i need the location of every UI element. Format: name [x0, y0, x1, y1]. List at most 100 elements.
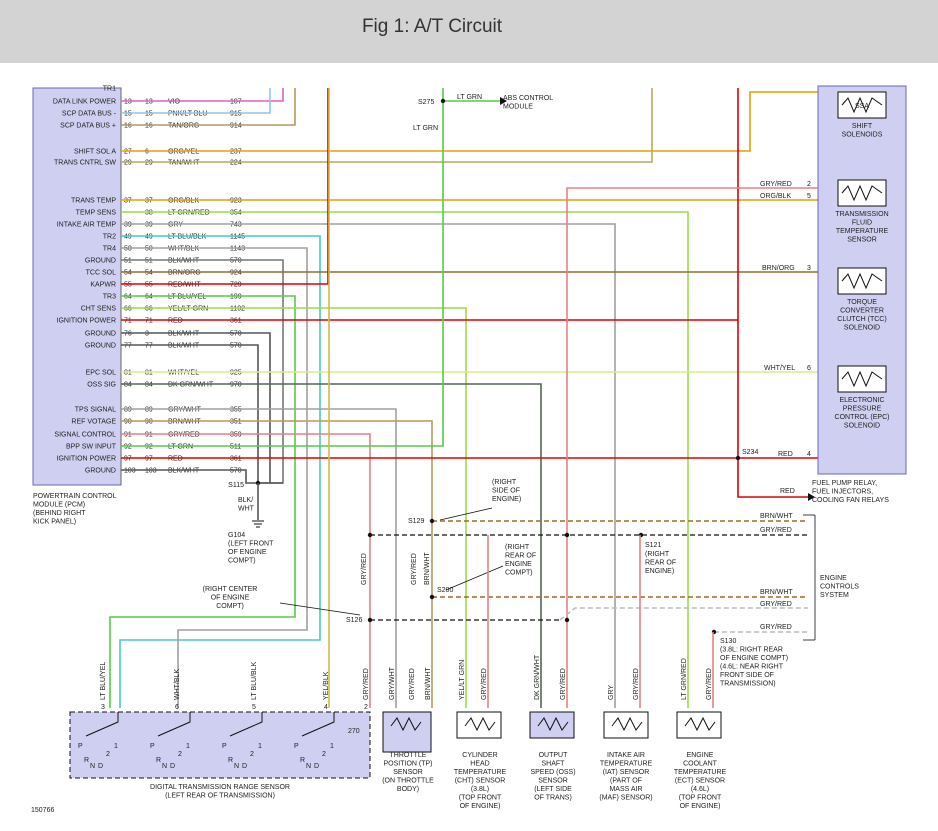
- dtr-sensor-box: [69, 711, 371, 779]
- wire-color-label: BRN/WHT: [424, 552, 431, 585]
- pcm-pin-label: EPC SOL: [86, 370, 116, 377]
- solenoid-caption: CONVERTER: [840, 308, 884, 315]
- sensor-element: [464, 716, 496, 732]
- pcm-pin-number: 15: [145, 111, 153, 118]
- sensor-ect: [676, 711, 722, 739]
- wire-scp-plus: [121, 88, 296, 126]
- pin-number: 5: [807, 193, 811, 200]
- wire-color-label: LT BLU/YEL: [100, 662, 107, 700]
- dtr-switch-letter: P: [294, 743, 299, 750]
- location-caption: (RIGHT CENTER: [203, 586, 258, 593]
- solenoid-caption: ELECTRONIC: [839, 397, 884, 404]
- solenoid-caption: SOLENOID: [844, 325, 880, 332]
- sensor-caption: BODY): [397, 786, 419, 793]
- circuit-number: 107: [230, 99, 242, 106]
- pcm-pin-number: 91: [145, 432, 153, 439]
- wire-iat: [121, 223, 616, 708]
- splice-label: S200: [437, 587, 453, 594]
- dtr-switch-letter: P: [150, 743, 155, 750]
- pcm-pin-number: 92: [145, 444, 153, 451]
- wire-color-label: GRY/RED: [363, 668, 370, 700]
- pcm-pin-label: TR2: [103, 234, 116, 241]
- wire-temp-sens: [121, 211, 689, 708]
- pcm-pin-number: 97: [124, 456, 132, 463]
- wire-cht: [121, 307, 467, 708]
- wire-color-label: GRY/RED: [706, 668, 713, 700]
- location-caption: (RIGHT: [505, 544, 530, 551]
- circuit-number: 743: [230, 222, 242, 229]
- location-caption: (RIGHT: [645, 551, 670, 558]
- leader-line: [445, 565, 504, 591]
- location-caption: REAR OF: [645, 560, 676, 567]
- wire-color-label: BLK/: [238, 497, 253, 504]
- pin-number: 6: [807, 365, 811, 372]
- solenoid-caption: FLUID: [852, 220, 872, 227]
- location-caption: REAR OF: [505, 553, 536, 560]
- splice-label: S275: [418, 99, 434, 106]
- wire-color-label: LT GRN: [457, 94, 482, 101]
- dtr-switch-letter: 1: [330, 743, 334, 750]
- switch-contact: [157, 712, 191, 737]
- pcm-pin-number: 16: [145, 123, 153, 130]
- pcm-pin-number: 71: [145, 318, 153, 325]
- wire-color-label: BLK/WHT: [168, 258, 200, 265]
- engine-controls-caption: CONTROLS: [820, 584, 859, 591]
- pcm-pin-number: 84: [124, 382, 132, 389]
- pcm-pin-label: SHIFT SOL A: [74, 149, 116, 156]
- pcm-pin-number: 77: [124, 343, 132, 350]
- pin-number: 3: [807, 265, 811, 272]
- wire-color-label: LT BLU/BLK: [251, 661, 258, 700]
- pcm-pin-number: 103: [124, 468, 136, 475]
- arrow-fuel-relay: [808, 493, 815, 501]
- solenoid-caption: TRANSMISSION: [835, 211, 888, 218]
- wire-gry-s126-right: [559, 607, 808, 621]
- wire-color-label: GRY/RED: [633, 668, 640, 700]
- splice-s275: [440, 98, 446, 104]
- pcm-pin-number: 92: [124, 444, 132, 451]
- abs-caption: MODULE: [503, 104, 533, 111]
- sensor-caption: (PART OF: [610, 778, 642, 785]
- circuit-number: 924: [230, 270, 242, 277]
- solenoid-name: SSA: [855, 103, 869, 110]
- wire-color-label: TAN/WHT: [168, 160, 200, 167]
- wire-color-label: GRY/RED: [481, 668, 488, 700]
- sensor-caption: OUTPUT: [539, 752, 569, 759]
- pcm-pin-label: IGNITION POWER: [57, 456, 117, 463]
- location-caption: (RIGHT: [492, 479, 517, 486]
- sensor-caption: (3.8L): [471, 786, 489, 793]
- wire-trans-cntrl-sw: [121, 88, 653, 163]
- dtr-switch-letter: 1: [186, 743, 190, 750]
- pcm-pin-number: 54: [124, 270, 132, 277]
- abs-caption: ABS CONTROL: [503, 95, 553, 102]
- wire-color-label: GRY/WHT: [389, 666, 396, 700]
- solenoid-caption: SOLENOIDS: [842, 132, 883, 139]
- pcm-pin-label: KAPWR: [90, 282, 116, 289]
- solenoid-caption: CLUTCH (TCC): [837, 316, 886, 323]
- wire-color-label: LT GRN/RED: [168, 210, 210, 217]
- pcm-pin-number: 90: [124, 419, 132, 426]
- sensor-caption: TEMPERATURE: [600, 761, 653, 768]
- pcm-pin-number: 71: [124, 318, 132, 325]
- sensor-caption: DIGITAL TRANSMISSION RANGE SENSOR: [150, 784, 290, 791]
- location-caption: ENGINE: [505, 561, 532, 568]
- sensor-iat: [603, 711, 649, 739]
- pcm-pin-number: 64: [145, 294, 153, 301]
- wire-kapwr: [121, 88, 329, 285]
- sensor-tp: [382, 711, 432, 753]
- solenoid-tft: [837, 179, 887, 207]
- fuel-relay-caption: FUEL PUMP RELAY,: [812, 480, 877, 487]
- pcm-pin-number: 90: [145, 419, 153, 426]
- wire-bpp: [121, 88, 444, 447]
- figure-number: 150766: [31, 807, 54, 814]
- pcm-pin-number: 76: [124, 331, 132, 338]
- circuit-number: 570: [230, 343, 242, 350]
- pcm-pin-label: TCC SOL: [86, 270, 116, 277]
- dtr-switch-letter: 2: [106, 751, 110, 758]
- splice-s130-note: OF ENGINE COMPT): [720, 655, 788, 662]
- wire-color-label: YEL/BLK: [323, 671, 330, 700]
- pcm-pin-number: 81: [145, 370, 153, 377]
- dtr-switch-letter: P: [222, 743, 227, 750]
- circuit-number: 355: [230, 407, 242, 414]
- wire-color-label: BLK/WHT: [168, 468, 200, 475]
